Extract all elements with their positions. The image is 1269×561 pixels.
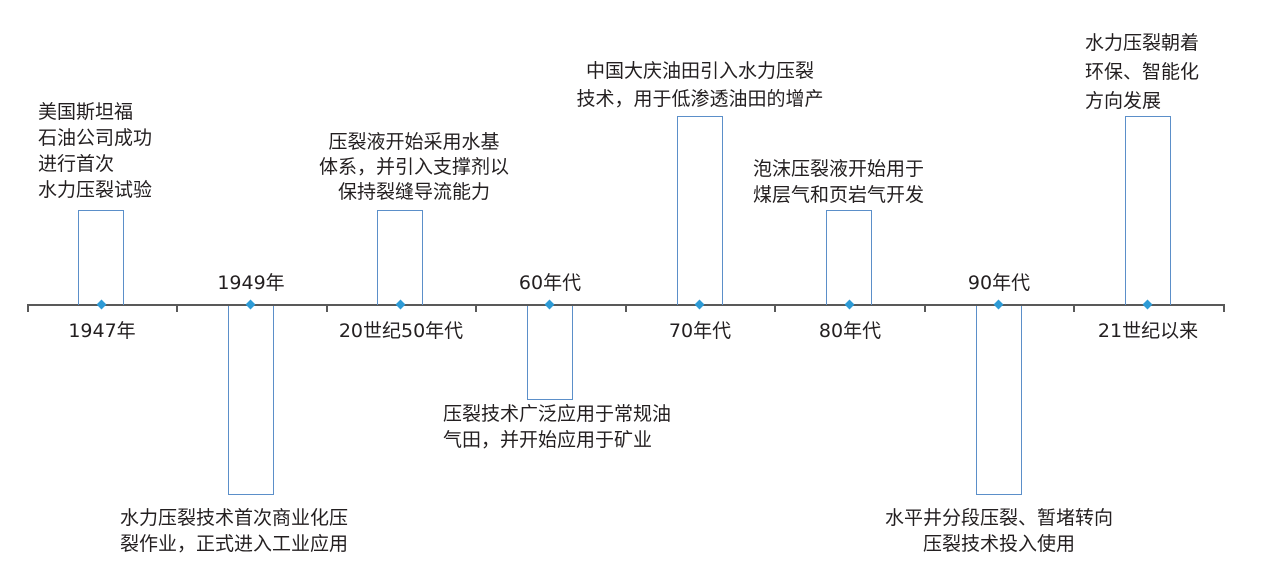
axis-tick <box>27 304 29 312</box>
desc-line: 压裂技术投入使用 <box>922 533 1076 555</box>
desc-line: 方向发展 <box>1085 90 1162 112</box>
event-box-1990s <box>976 306 1022 495</box>
axis-tick <box>1073 304 1075 312</box>
event-desc-1949: 水力压裂技术首次商业化压 裂作业，正式进入工业应用 <box>120 505 348 557</box>
event-desc-21c: 水力压裂朝着 环保、智能化 方向发展 <box>1085 29 1199 116</box>
event-desc-1980s: 泡沫压裂液开始用于 煤层气和页岩气开发 <box>753 156 924 208</box>
desc-line: 保持裂缝导流能力 <box>337 181 491 203</box>
desc-line: 水力压裂技术首次商业化压 <box>120 507 349 529</box>
desc-line: 进行首次 <box>38 153 115 175</box>
desc-line: 压裂技术广泛应用于常规油 <box>443 403 672 425</box>
desc-line: 技术，用于低渗透油田的增产 <box>576 88 824 110</box>
event-box-1960s <box>527 306 573 400</box>
event-desc-1990s: 水平井分段压裂、暂堵转向 压裂技术投入使用 <box>885 505 1113 557</box>
axis-tick <box>1223 304 1225 312</box>
desc-line: 煤层气和页岩气开发 <box>753 184 925 206</box>
desc-line: 环保、智能化 <box>1085 61 1200 83</box>
desc-line: 泡沫压裂液开始用于 <box>753 158 925 180</box>
event-label-21c: 21世纪以来 <box>1097 320 1199 342</box>
event-label-1990s: 90年代 <box>967 272 1031 294</box>
desc-line: 水平井分段压裂、暂堵转向 <box>884 507 1114 529</box>
event-label-1970s: 70年代 <box>668 320 732 342</box>
desc-line: 水力压裂试验 <box>38 179 153 201</box>
axis-tick <box>924 304 926 312</box>
event-label-1949: 1949年 <box>217 272 285 294</box>
event-label-1960s: 60年代 <box>518 272 582 294</box>
event-label-1950s: 20世纪50年代 <box>338 320 464 342</box>
axis-tick <box>625 304 627 312</box>
desc-line: 气田，并开始应用于矿业 <box>443 429 653 451</box>
event-box-1980s <box>826 210 872 305</box>
desc-line: 压裂液开始采用水基 <box>328 131 500 153</box>
event-box-1947 <box>78 210 124 305</box>
event-desc-1970s: 中国大庆油田引入水力压裂 技术，用于低渗透油田的增产 <box>576 57 823 113</box>
desc-line: 水力压裂朝着 <box>1085 32 1200 54</box>
event-desc-1960s: 压裂技术广泛应用于常规油 气田，并开始应用于矿业 <box>443 401 671 453</box>
event-box-1949 <box>228 306 274 495</box>
desc-line: 美国斯坦福 <box>38 101 134 123</box>
event-desc-1947: 美国斯坦福 石油公司成功 进行首次 水力压裂试验 <box>38 99 152 203</box>
desc-line: 石油公司成功 <box>38 127 153 149</box>
event-box-21c <box>1125 116 1171 305</box>
event-label-1980s: 80年代 <box>818 320 882 342</box>
axis-tick <box>475 304 477 312</box>
desc-line: 裂作业，正式进入工业应用 <box>120 533 349 555</box>
axis-tick <box>176 304 178 312</box>
event-label-1947: 1947年 <box>68 320 136 342</box>
desc-line: 中国大庆油田引入水力压裂 <box>585 60 815 82</box>
axis-tick <box>774 304 776 312</box>
desc-line: 体系，并引入支撑剂以 <box>318 156 510 178</box>
event-desc-1950s: 压裂液开始采用水基 体系，并引入支撑剂以 保持裂缝导流能力 <box>319 130 509 205</box>
event-box-1950s <box>377 210 423 305</box>
event-box-1970s <box>677 116 723 305</box>
axis-tick <box>326 304 328 312</box>
